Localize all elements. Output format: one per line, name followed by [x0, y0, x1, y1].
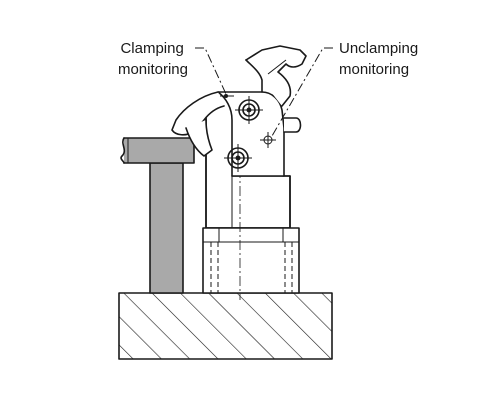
clamping-label: Clamping monitoring: [118, 40, 188, 78]
clamping-label-line1: Clamping: [120, 40, 183, 57]
unclamping-label-line1: Unclamping: [339, 40, 418, 57]
clamping-label-line2: monitoring: [118, 61, 188, 78]
pivot-lower: [224, 144, 252, 172]
clamp-head: [171, 45, 307, 177]
clamp-body: [202, 96, 300, 300]
unclamping-label-line2: monitoring: [339, 61, 409, 78]
sensor-target-unclamping: [260, 132, 276, 148]
unclamping-label: Unclamping monitoring: [339, 40, 422, 78]
base-plate: [118, 292, 333, 360]
leader-clamping: [195, 47, 227, 95]
sensor-target-clamping: [220, 94, 234, 98]
leader-unclamping: [271, 47, 333, 137]
workpiece: [120, 137, 195, 294]
pivot-upper: [235, 96, 263, 124]
